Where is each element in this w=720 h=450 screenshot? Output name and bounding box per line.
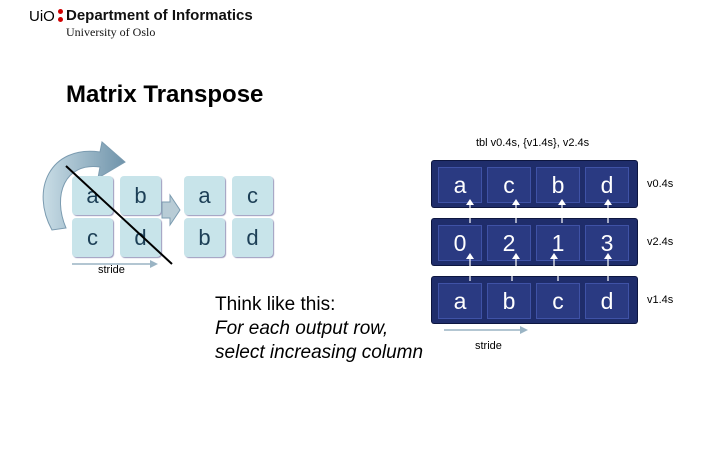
right-arrow-icon <box>161 193 181 227</box>
v2-lane-2: 1 <box>536 225 580 261</box>
slide-title: Matrix Transpose <box>66 81 264 108</box>
v1-lane-3: d <box>585 283 629 319</box>
register-v2: 0 2 1 3 <box>432 219 637 265</box>
right-matrix-cell-d: d <box>232 218 273 257</box>
stride-label-left: stride <box>98 264 125 276</box>
register-v0-label: v0.4s <box>647 178 674 190</box>
right-matrix-cell-b: b <box>184 218 225 257</box>
hint-line-1: Think like this: <box>215 294 336 315</box>
right-matrix-cell-a: a <box>184 176 225 215</box>
v1-lane-2: c <box>536 283 580 319</box>
diagonal-line <box>65 165 173 265</box>
tbl-instruction: tbl v0.4s, {v1.4s}, v2.4s <box>476 137 590 149</box>
department-name: Department of Informatics <box>66 7 253 24</box>
lookup-arrows <box>466 199 612 281</box>
v2-lane-3: 3 <box>585 225 629 261</box>
logo-dots-icon <box>58 9 63 25</box>
register-v1-label: v1.4s <box>647 294 674 306</box>
v0-lane-1: c <box>487 167 531 203</box>
v2-lane-0: 0 <box>438 225 482 261</box>
register-v2-label: v2.4s <box>647 236 674 248</box>
v0-lane-2: b <box>536 167 580 203</box>
left-matrix-cell-c: c <box>72 218 113 257</box>
v0-lane-3: d <box>585 167 629 203</box>
right-matrix-cell-c: c <box>232 176 273 215</box>
university-name: University of Oslo <box>66 25 156 39</box>
left-matrix-cell-b: b <box>120 176 161 215</box>
hint-line-3: select increasing column <box>215 342 424 363</box>
left-matrix-cell-d: d <box>120 218 161 257</box>
stride-arrow-left <box>72 260 158 268</box>
v2-lane-1: 2 <box>487 225 531 261</box>
hint-text: Think like this: For each output row, se… <box>215 293 423 365</box>
hint-line-2: For each output row, <box>215 318 389 339</box>
stride-label-right: stride <box>475 340 502 352</box>
register-v1: a b c d <box>432 277 637 323</box>
v0-lane-0: a <box>438 167 482 203</box>
rotate-arrow-icon <box>42 141 126 231</box>
uio-logo: UiO <box>29 8 55 25</box>
v1-lane-0: a <box>438 283 482 319</box>
stride-arrow-right <box>444 326 528 334</box>
v1-lane-1: b <box>487 283 531 319</box>
register-v0: a c b d <box>432 161 637 207</box>
